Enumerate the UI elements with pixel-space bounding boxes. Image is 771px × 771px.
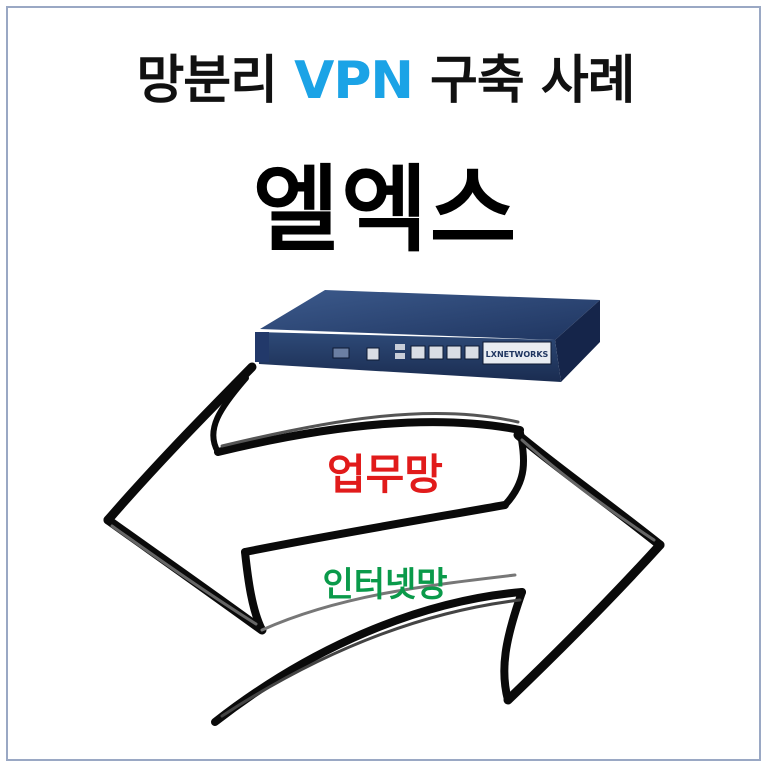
company-name: 엘엑스 <box>252 156 519 265</box>
brand-label: LXNETWORKS <box>486 350 549 359</box>
title-suffix: 구축 사례 <box>412 51 635 111</box>
title-vpn-highlight: VPN <box>294 51 414 111</box>
title-prefix: 망분리 <box>136 51 295 111</box>
internet-network-label: 인터넷망 <box>322 565 448 605</box>
vpn-appliance-image: LXNETWORKS <box>255 290 600 382</box>
image-frame <box>6 6 761 761</box>
page-title: 망분리 VPN 구축 사례 <box>0 38 771 113</box>
work-network-label: 업무망 <box>327 450 443 499</box>
